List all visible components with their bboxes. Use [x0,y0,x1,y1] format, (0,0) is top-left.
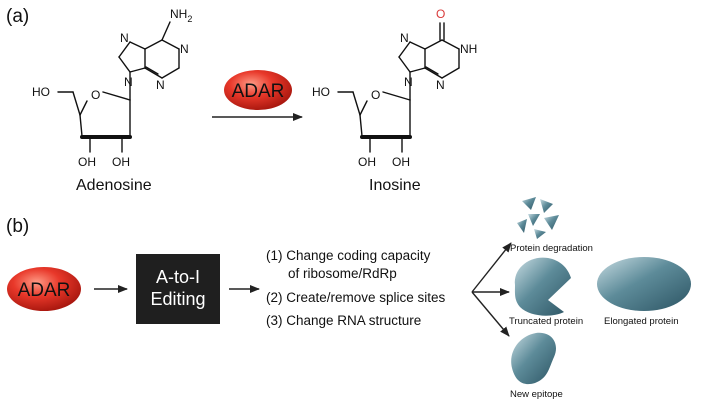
adar-enzyme-b [7,267,81,311]
truncated-protein-shape [514,257,571,316]
adenosine-name: Adenosine [76,177,152,194]
consequence-1-cont: of ribosome/RdRp [288,266,397,281]
consequence-1: (1) Change coding capacity [266,248,431,263]
elongated-protein-label: Elongated protein [604,316,678,327]
inosine-nh-label: NH [460,42,477,56]
inosine-n7-label: N [400,31,409,45]
adenosine-amine-label: NH2 [170,7,192,24]
a-to-i-editing-box [136,254,220,324]
new-epitope-label: New epitope [510,389,563,400]
inosine-n3-label: N [436,78,445,92]
inosine-structure: O N NH N N O HO OH OH [312,7,477,169]
protein-degradation-label: Protein degradation [510,243,593,254]
adenosine-2oh-label: OH [112,155,130,169]
adar-label-a: ADAR [232,81,285,102]
adenosine-3oh-label: OH [78,155,96,169]
inosine-n9-label: N [404,75,413,89]
adenosine-structure: NH2 N N N N O HO OH OH [32,7,192,169]
protein-fragments [517,197,559,239]
inosine-carbonyl-o-label: O [436,7,445,21]
editing-box-line1: A-to-I [156,267,200,287]
panel-a-label: (a) [6,6,29,27]
adenosine-ho-label: HO [32,85,50,99]
consequence-2: (2) Create/remove splice sites [266,290,446,305]
truncated-protein-label: Truncated protein [509,316,583,327]
panel-b-label: (b) [6,216,29,237]
arrow-to-epitope [471,291,510,337]
arrow-to-degradation [471,242,512,293]
inosine-3oh-label: OH [358,155,376,169]
adenosine-n7-label: N [120,31,129,45]
adenosine-ring-o-label: O [91,88,100,102]
adenosine-n3-label: N [156,78,165,92]
adenosine-n9-label: N [124,75,133,89]
inosine-ho-label: HO [312,85,330,99]
inosine-ring-o-label: O [371,88,380,102]
adenosine-n1-label: N [180,42,189,56]
inosine-name: Inosine [369,177,421,194]
adar-label-b: ADAR [18,280,71,301]
inosine-2oh-label: OH [392,155,410,169]
elongated-protein-shape [597,257,691,311]
adar-enzyme-a [224,70,292,110]
new-epitope-shape [511,332,556,385]
consequence-3: (3) Change RNA structure [266,313,421,328]
editing-box-line2: Editing [150,289,205,309]
